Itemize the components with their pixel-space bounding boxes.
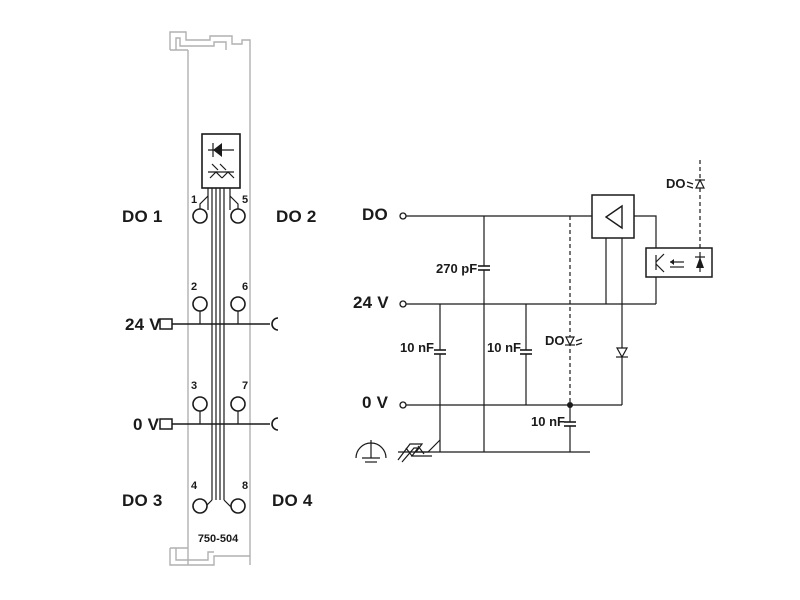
- terminal-8[interactable]: [230, 498, 246, 514]
- terminal-4[interactable]: [192, 498, 208, 514]
- terminal-numbers: 1 5 2 6 3 7 4 8: [191, 194, 248, 492]
- label-do3: DO 3: [122, 491, 162, 510]
- terminal-number-6: 6: [242, 281, 248, 293]
- schematic: DO 24 V 0 V: [353, 160, 713, 463]
- cap-label-10nf-c: 10 nF: [531, 414, 565, 429]
- led-label-mid: DO: [545, 333, 565, 348]
- led-icon-mid: [565, 336, 583, 347]
- terminal-7[interactable]: [230, 396, 246, 412]
- amplifier-icon: [591, 194, 635, 239]
- schematic-label-0v: 0 V: [362, 393, 389, 412]
- connector-icon-24v-out: [271, 317, 279, 331]
- connector-icon-24v-in: [159, 318, 173, 330]
- terminal-number-1: 1: [191, 194, 197, 206]
- label-24v: 24 V: [125, 315, 161, 334]
- cap-label-10nf-b: 10 nF: [487, 340, 521, 355]
- terminal-3[interactable]: [192, 396, 208, 412]
- label-do4: DO 4: [272, 491, 313, 510]
- module-power-rails: [159, 317, 279, 431]
- terminal-5[interactable]: [230, 208, 246, 224]
- schematic-label-do: DO: [362, 205, 388, 224]
- internal-conductors: [199, 188, 239, 507]
- terminal-number-8: 8: [242, 480, 248, 492]
- terminal-number-2: 2: [191, 281, 197, 293]
- terminal-number-4: 4: [191, 480, 198, 492]
- module-housing: 750-504: [169, 31, 251, 566]
- connector-icon-0v-out: [271, 417, 279, 431]
- ground-icon: [355, 440, 387, 463]
- cap-label-10nf-a: 10 nF: [400, 340, 434, 355]
- terminal-number-5: 5: [242, 194, 248, 206]
- cap-label-270pf: 270 pF: [436, 261, 477, 276]
- led-label-top: DO: [666, 176, 686, 191]
- optocoupler-icon-output: [645, 247, 713, 278]
- terminal-number-3: 3: [191, 380, 197, 392]
- diode-icon: [615, 347, 629, 405]
- schematic-label-24v: 24 V: [353, 293, 389, 312]
- optocoupler-icon: [201, 133, 241, 189]
- terminal-1[interactable]: [192, 208, 208, 224]
- connector-icon-0v-in: [159, 418, 173, 430]
- terminal-points: [192, 208, 246, 514]
- terminal-number-7: 7: [242, 380, 248, 392]
- led-icon-top: [686, 178, 705, 189]
- label-do2: DO 2: [276, 207, 316, 226]
- label-0v: 0 V: [133, 415, 160, 434]
- terminal-6[interactable]: [230, 296, 246, 312]
- label-do1: DO 1: [122, 207, 162, 226]
- module-labels: DO 1 DO 2 DO 3 DO 4 24 V 0 V: [122, 207, 316, 510]
- terminal-2[interactable]: [192, 296, 208, 312]
- part-number: 750-504: [198, 533, 239, 545]
- din-rail-icon: [397, 439, 441, 463]
